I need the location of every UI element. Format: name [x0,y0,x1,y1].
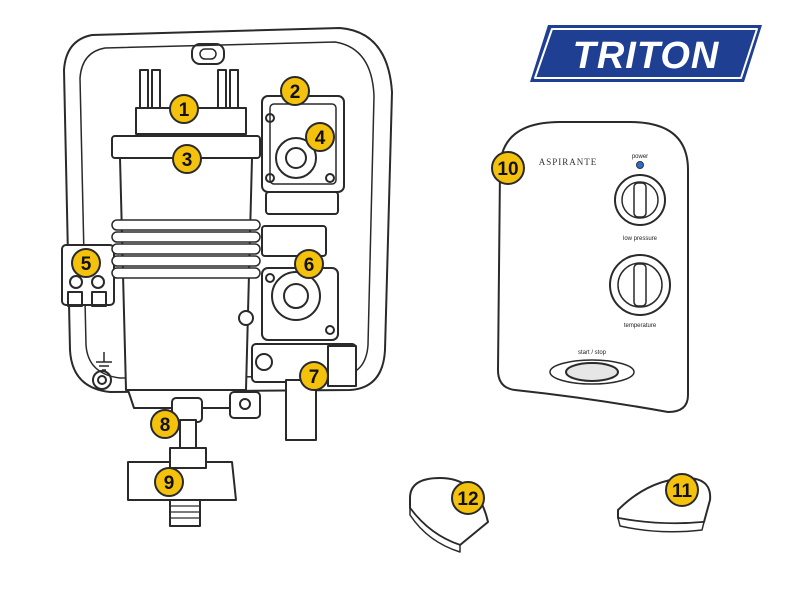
callout: 8 [150,409,180,439]
terminal-post [217,69,227,111]
temperature-label: temperature [624,323,657,329]
temperature-dial [609,254,671,316]
callout: 12 [451,481,485,515]
callout: 4 [305,122,335,152]
terminal-post [151,69,161,111]
callout: 10 [491,151,525,185]
callout: 3 [172,144,202,174]
earth-screw [92,370,112,390]
terminal-tab [91,291,107,307]
pressure-relief-device [171,397,203,451]
start-stop-button [565,362,619,382]
power-label: power [632,154,648,160]
heater-ribs [111,219,261,279]
inlet-valve [229,343,357,441]
switch-screw [265,173,275,183]
power-led [636,161,644,169]
valve-screw [325,325,335,335]
callout: 2 [280,76,310,106]
callout: 7 [299,361,329,391]
earth-symbol [96,352,112,371]
callout-number: 3 [182,150,193,171]
callout-number: 5 [81,254,92,275]
valve-screw [265,273,275,283]
terminal-tab [67,291,83,307]
switch-screw [325,173,335,183]
pressure-switch [261,95,345,257]
power-selector-dial [614,174,666,226]
terminal-screw [91,275,105,289]
low-pressure-label: low pressure [623,236,658,242]
triton-logo: TRITON [530,25,762,82]
callout-number: 1 [179,100,190,121]
switch-screw [265,113,275,123]
callout-number: 7 [309,367,320,388]
callout-number: 2 [290,82,301,103]
logo-badge [530,25,762,82]
terminal-post [139,69,149,111]
terminal-post [229,69,239,111]
terminal-screw [69,275,83,289]
control-panel: ASPIRANTE power low pressure temperature… [497,121,689,413]
callout-number: 12 [457,489,478,510]
logo-inner-border [534,28,758,79]
callout: 6 [294,249,324,279]
top-slot [191,43,225,65]
shower-unit [61,27,393,527]
callout-number: 6 [304,255,315,276]
heater-can [111,135,261,409]
callout: 5 [71,248,101,278]
start-stop-label: start / stop [578,350,607,356]
callout-number: 8 [160,415,171,436]
start-stop-surround [549,359,635,385]
callout-number: 10 [497,159,518,180]
callout: 11 [665,473,699,507]
logo-text: TRITON [573,35,720,77]
panel-model-name: ASPIRANTE [539,157,598,167]
callout-number: 4 [315,128,326,149]
top-slot-inner [199,48,217,60]
callout-number: 9 [164,473,175,494]
callout: 1 [169,94,199,124]
callout: 9 [154,467,184,497]
callout-number: 11 [672,481,693,502]
earth-screw-inner [97,375,107,385]
